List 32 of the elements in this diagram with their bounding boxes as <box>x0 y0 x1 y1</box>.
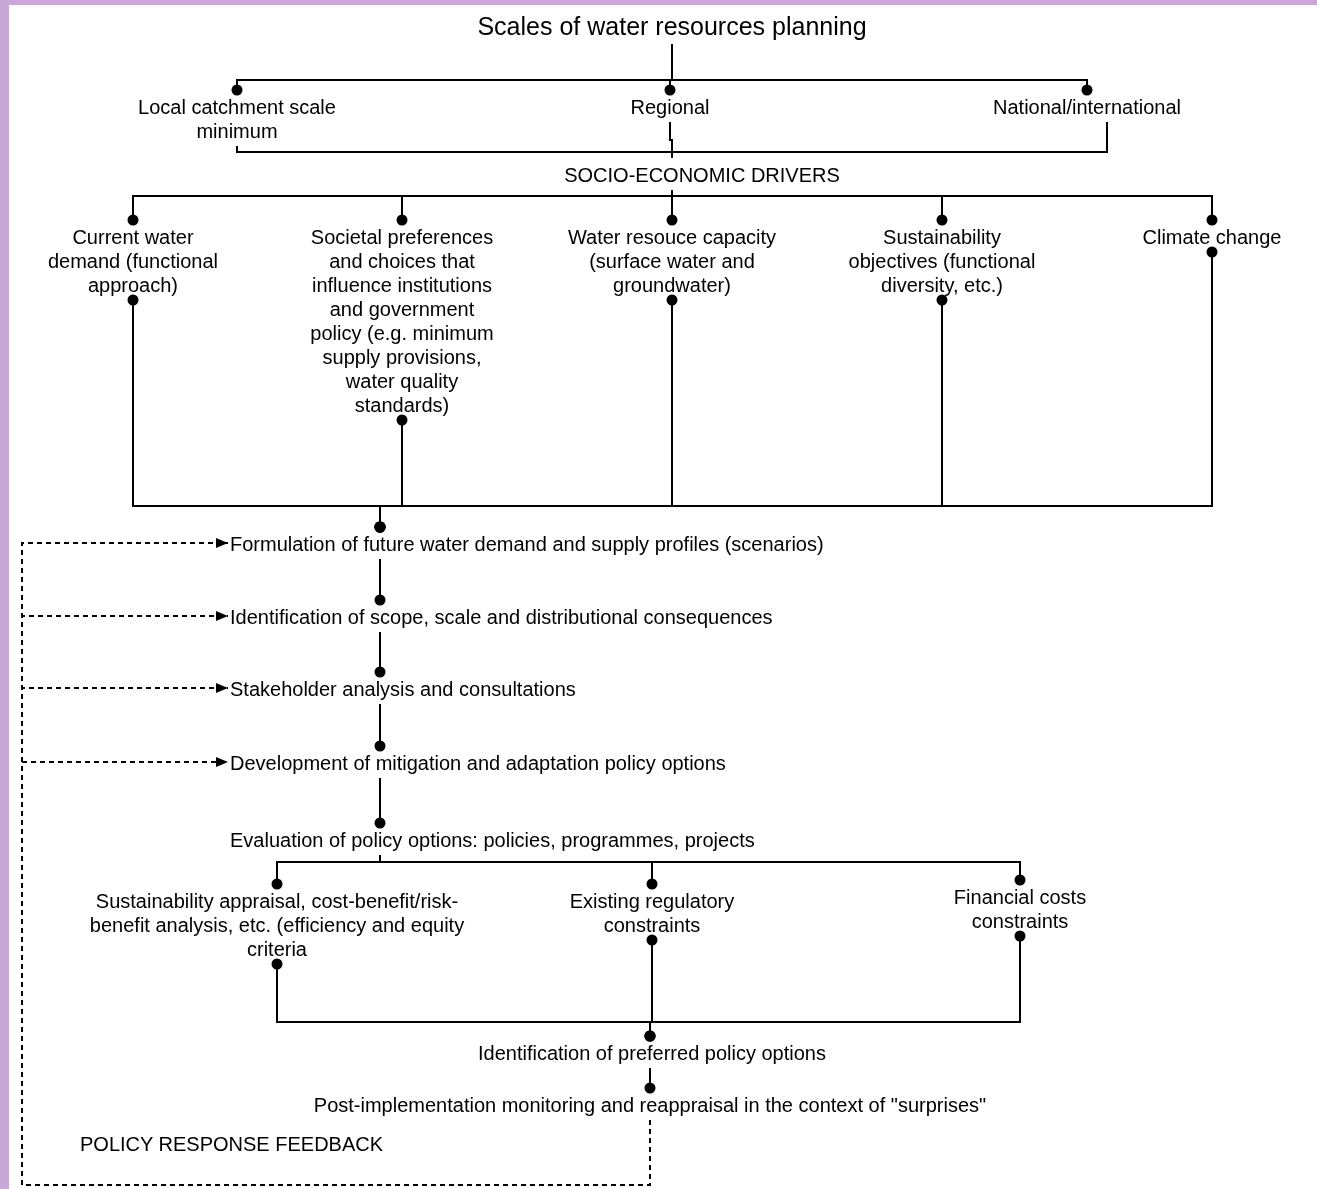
connector-line <box>374 777 386 829</box>
connector-line <box>644 1067 656 1094</box>
connector-line <box>374 558 386 606</box>
node-text: Regional <box>628 90 712 122</box>
node-text: Evaluation of policy options: policies, programmes, projects <box>228 823 757 855</box>
node-text: Identification of scope, scale and distributional consequences <box>228 600 775 632</box>
node-text: Current water demand (functional approach) <box>43 220 223 300</box>
diagram-title: Scales of water resources planning <box>475 6 869 44</box>
node-text: Development of mitigation and adaptation policy options <box>228 746 728 778</box>
node-text: Local catchment scale minimum <box>117 90 357 146</box>
node-text: Formulation of future water demand and supply profiles (scenarios) <box>228 527 826 559</box>
connector-line <box>374 631 386 678</box>
connector-line <box>644 930 1026 1042</box>
node-text: Water resouce capacity (surface water and groundwater) <box>557 220 787 300</box>
connector-line <box>374 703 386 752</box>
node-text: Stakeholder analysis and consultations <box>228 672 578 704</box>
feedback-label: POLICY RESPONSE FEEDBACK <box>80 1132 384 1156</box>
node-text: Sustainability objectives (functional diversity, etc.) <box>842 220 1042 300</box>
node-text: Post-implementation monitoring and reappraisal in the context of "surprises" <box>311 1088 989 1120</box>
connector-line <box>671 121 1108 159</box>
node-text: Climate change <box>1140 220 1284 252</box>
section-heading: SOCIO-ECONOMIC DRIVERS <box>562 158 842 190</box>
connector-line <box>374 246 1218 533</box>
node-text: Identification of preferred policy options <box>476 1036 828 1068</box>
node-text: Financial costs constraints <box>910 880 1130 936</box>
connector-line <box>671 43 1093 96</box>
connector-line <box>671 189 1218 226</box>
node-text: Sustainability appraisal, cost-benefit/risk-benefit analysis, etc. (efficiency and equity criteria <box>67 884 487 964</box>
node-text: Societal preferences and choices that influence institutions and government policy (e.g. minimum supply provisions, water quality standards) <box>299 220 505 420</box>
node-text: National/international <box>991 90 1183 122</box>
node-text: Existing regulatory constraints <box>527 884 777 940</box>
connector-line <box>379 854 1026 886</box>
